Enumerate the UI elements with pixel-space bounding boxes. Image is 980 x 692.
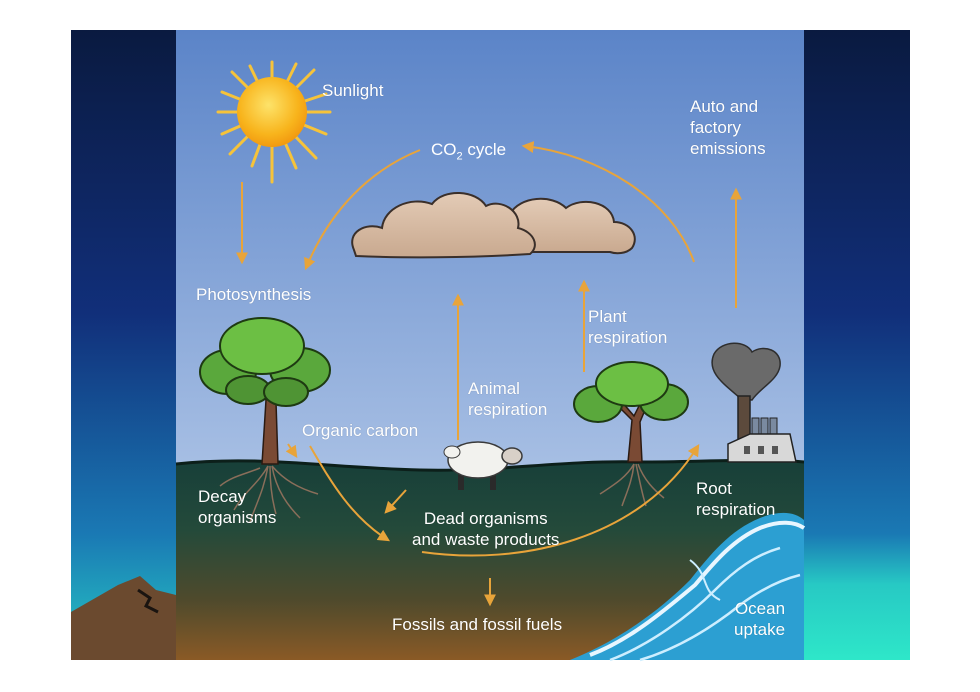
tree-roots — [599, 463, 665, 507]
label-co2-subscript: 2 — [456, 150, 463, 163]
label-ocean-uptake: Ocean uptake — [734, 599, 786, 639]
ocean-wave — [639, 573, 801, 662]
tree-roots — [219, 465, 319, 523]
cycle-arrow-to-photosynthesis — [304, 149, 421, 271]
right-background-panel — [804, 30, 910, 660]
label-organic-carbon: Organic carbon — [302, 421, 419, 440]
label-photosynthesis: Photosynthesis — [196, 285, 312, 304]
tree-icon — [199, 317, 331, 465]
label-plant-respiration: Plant respiration — [588, 307, 668, 347]
tree-icon — [573, 361, 689, 463]
ocean-foam — [589, 520, 806, 657]
left-background-panel — [71, 30, 177, 660]
label-animal-respiration: Animal respiration — [468, 379, 548, 419]
soil — [176, 460, 804, 660]
label-co2-cycle: CO2 cycle — [431, 139, 506, 167]
label-sunlight: Sunlight — [322, 81, 384, 100]
label-co2-prefix: CO — [431, 140, 457, 159]
label-dead-organisms: Dead organisms and waste products — [412, 509, 560, 549]
ground-line — [175, 458, 805, 472]
ocean-wave — [689, 559, 721, 601]
label-root-respiration: Root respiration — [696, 479, 776, 519]
sheep-icon — [443, 441, 523, 490]
label-auto-emissions: Auto and factory emissions — [690, 97, 766, 158]
sun-icon — [216, 60, 332, 184]
mountain-crack — [137, 588, 159, 614]
label-co2-suffix: cycle — [462, 140, 507, 159]
label-fossils: Fossils and fossil fuels — [392, 615, 563, 634]
cycle-arrow-from-right — [521, 141, 695, 263]
root-respiration-arrow — [421, 443, 700, 557]
ocean — [570, 512, 804, 660]
dead-organisms-arrow — [384, 489, 407, 514]
cloud-icon — [351, 191, 636, 259]
factory-icon — [711, 342, 797, 463]
decay-arrow — [285, 443, 298, 458]
organic-carbon-arrow — [309, 445, 391, 542]
label-decay-organisms: Decay organisms — [198, 487, 277, 527]
